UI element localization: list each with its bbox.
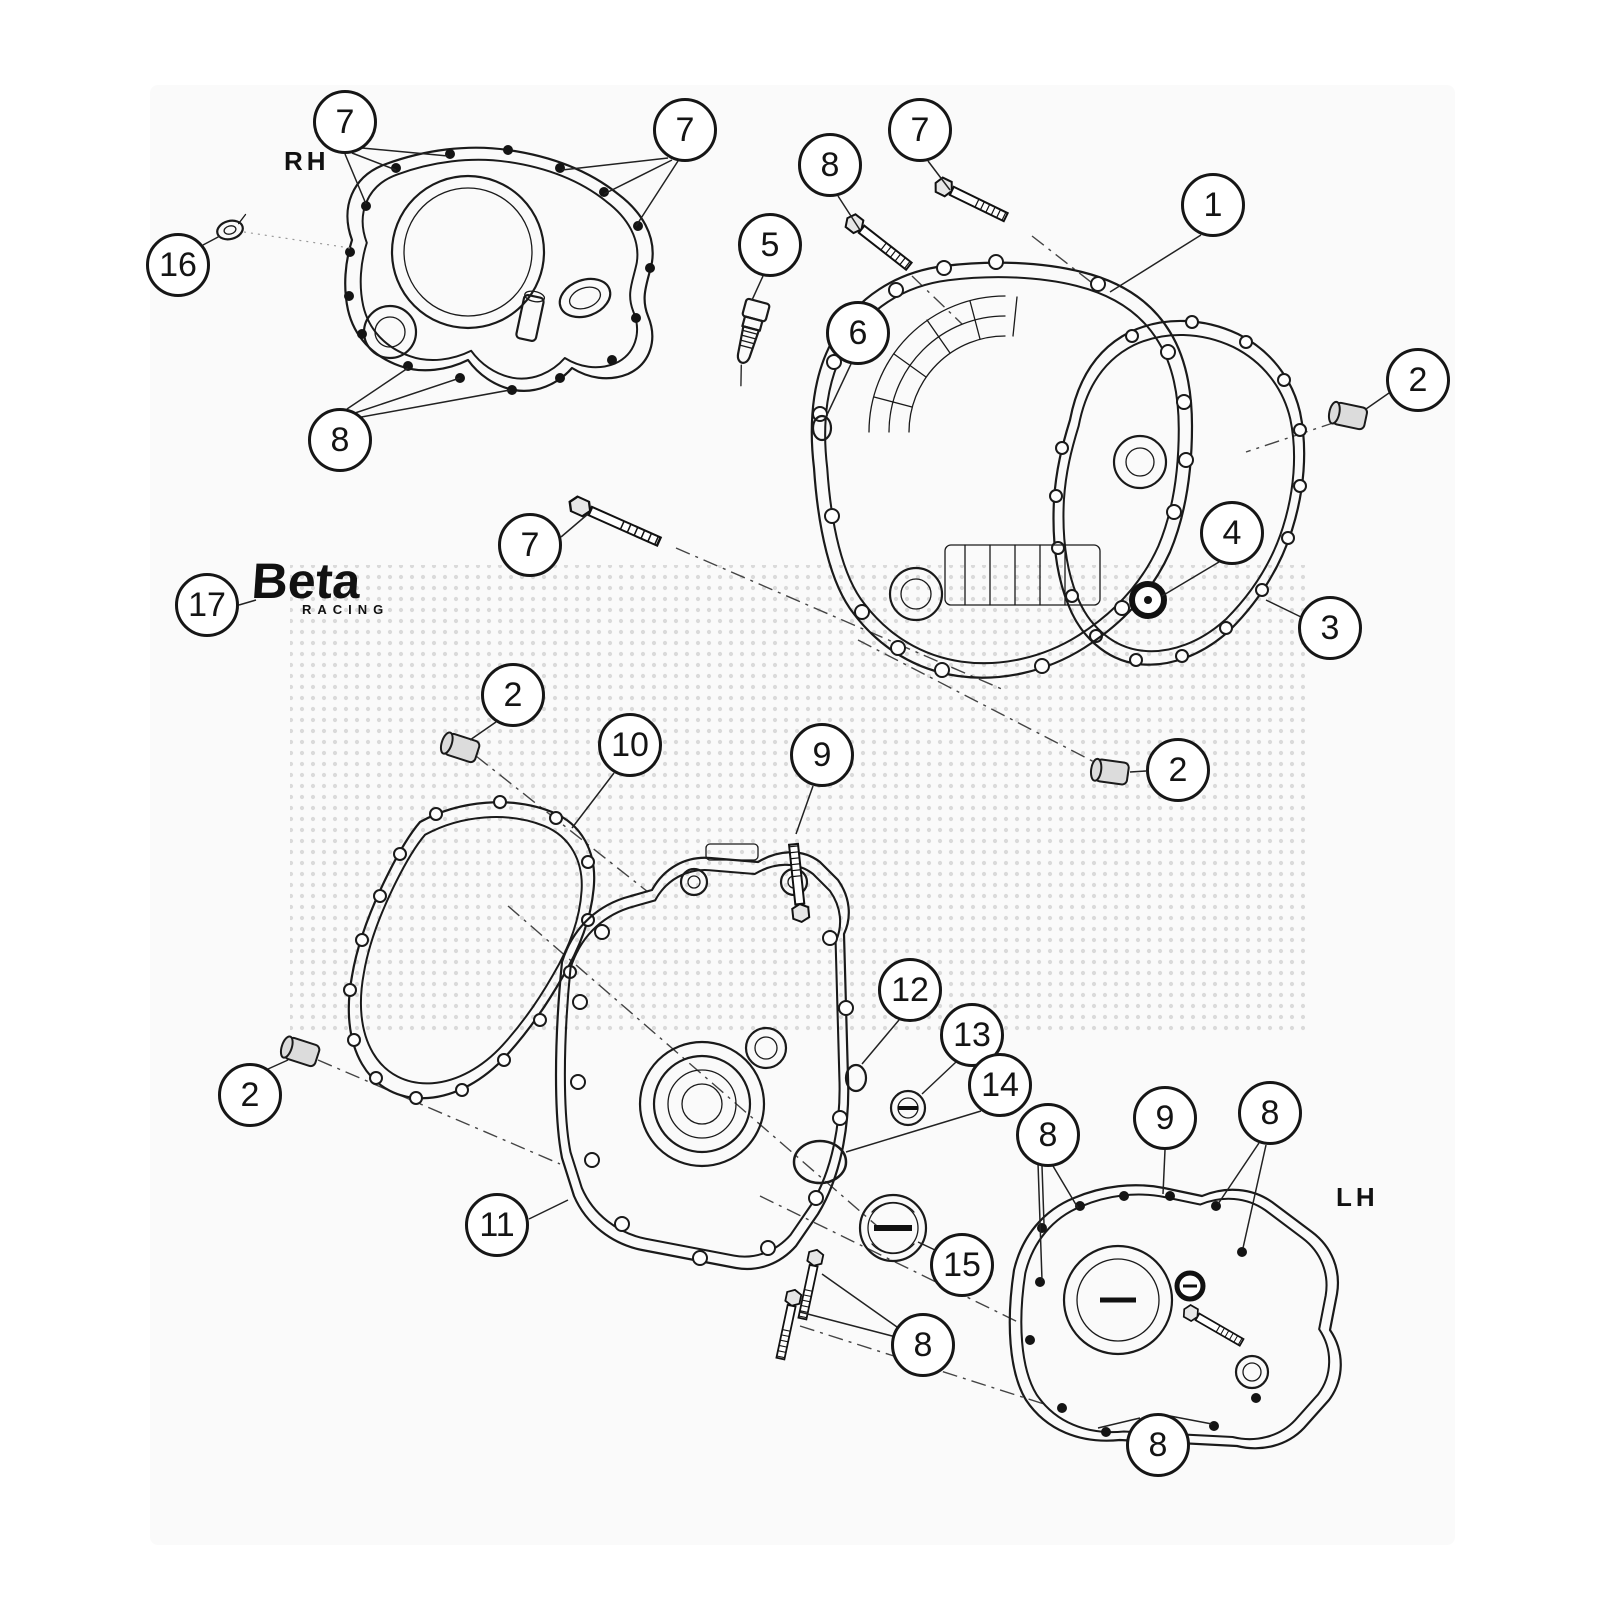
callout-2-b[interactable]: 2 <box>481 663 545 727</box>
callout-15[interactable]: 15 <box>930 1233 994 1297</box>
callout-8-c[interactable]: 8 <box>1016 1103 1080 1167</box>
callout-4[interactable]: 4 <box>1200 501 1264 565</box>
dowel-bushing-c <box>439 731 481 764</box>
callout-12[interactable]: 12 <box>878 958 942 1022</box>
stator-cover-bolt-holes <box>570 924 854 1266</box>
callout-13[interactable]: 13 <box>940 1003 1004 1067</box>
callout-2-a[interactable]: 2 <box>1386 348 1450 412</box>
callout-2-d[interactable]: 2 <box>218 1063 282 1127</box>
callout-11[interactable]: 11 <box>465 1193 529 1257</box>
beta-racing-sublabel: RACING <box>302 602 390 617</box>
timing-plug-15 <box>858 1193 928 1263</box>
callout-9-b[interactable]: 9 <box>1133 1086 1197 1150</box>
clutch-gasket-drawing <box>1049 315 1307 667</box>
label-lh: LH <box>1336 1182 1379 1212</box>
stator-cover-drawing <box>554 843 854 1271</box>
callout-7-a[interactable]: 7 <box>313 90 377 154</box>
callout-17[interactable]: 17 <box>175 573 239 637</box>
o-ring-14 <box>792 1139 848 1185</box>
callout-3[interactable]: 3 <box>1298 596 1362 660</box>
o-ring-6 <box>811 414 833 442</box>
retaining-clip <box>216 213 247 241</box>
callout-10[interactable]: 10 <box>598 713 662 777</box>
callout-2-c[interactable]: 2 <box>1146 738 1210 802</box>
dowel-bushing-b <box>1089 757 1130 786</box>
callout-7-d[interactable]: 7 <box>498 513 562 577</box>
watermark-dots <box>290 565 1305 1035</box>
callout-8-d[interactable]: 8 <box>1238 1081 1302 1145</box>
dowel-bushing-d <box>279 1035 321 1068</box>
callout-8-e[interactable]: 8 <box>891 1313 955 1377</box>
callout-14[interactable]: 14 <box>968 1053 1032 1117</box>
rh-cover-drawing <box>344 145 655 395</box>
dowel-bushing-a <box>1327 400 1369 431</box>
callout-1[interactable]: 1 <box>1181 173 1245 237</box>
label-rh: RH <box>284 146 330 176</box>
o-ring-12 <box>844 1063 868 1093</box>
callout-8-a[interactable]: 8 <box>798 133 862 197</box>
temp-sensor <box>736 297 771 387</box>
callout-9-a[interactable]: 9 <box>790 723 854 787</box>
callout-leader-lines <box>202 147 1390 1433</box>
clutch-cover-bolt-holes <box>812 254 1194 678</box>
callout-7-c[interactable]: 7 <box>888 98 952 162</box>
callout-16[interactable]: 16 <box>146 233 210 297</box>
callout-8-b[interactable]: 8 <box>308 408 372 472</box>
callout-6[interactable]: 6 <box>826 301 890 365</box>
screw-plug-13 <box>889 1089 927 1127</box>
stator-gasket-drawing <box>343 795 596 1105</box>
callout-7-b[interactable]: 7 <box>653 98 717 162</box>
oil-plug-4 <box>1129 581 1167 619</box>
callout-5[interactable]: 5 <box>738 213 802 277</box>
clutch-cover-drawing <box>810 254 1194 679</box>
callout-8-f[interactable]: 8 <box>1126 1413 1190 1477</box>
